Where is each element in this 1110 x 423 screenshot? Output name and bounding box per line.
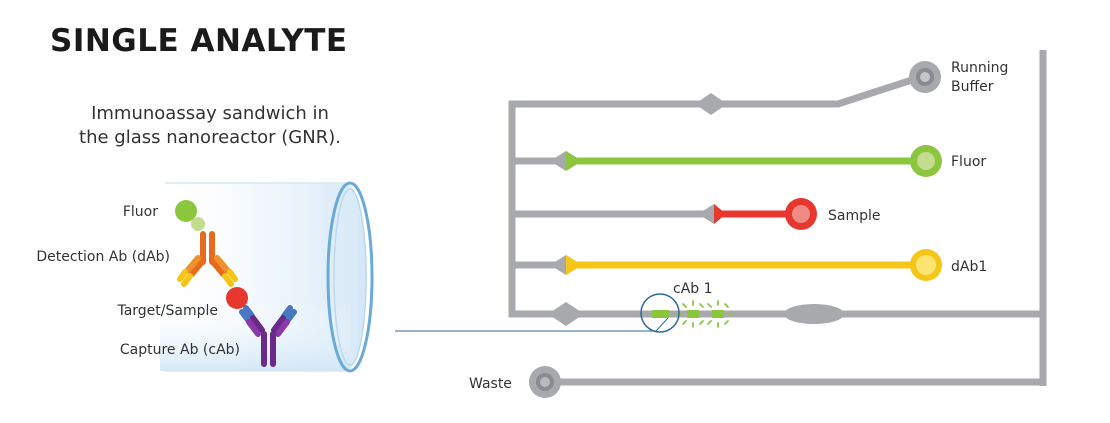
- label-running-buffer-2: Buffer: [951, 79, 994, 95]
- label-detection-ab: Detection Ab (dAb): [36, 249, 170, 265]
- detection-antibody: [177, 231, 238, 287]
- channel-network: [508, 50, 1047, 386]
- waste-port[interactable]: [529, 366, 561, 398]
- running-buffer-port[interactable]: [909, 61, 941, 93]
- fluor-linker: [191, 217, 205, 231]
- label-waste: Waste: [469, 376, 512, 392]
- target-sample-molecule: [226, 287, 248, 309]
- label-cab1: cAb 1: [673, 281, 713, 297]
- label-running-buffer-1: Running: [951, 60, 1008, 76]
- reaction-chamber: [784, 304, 844, 324]
- label-channel-fluor: Fluor: [951, 154, 986, 170]
- valve-main: [548, 302, 584, 326]
- cab1-spots: [640, 293, 734, 333]
- zoom-leader-line: [395, 317, 669, 332]
- valve-running-buffer: [695, 93, 727, 115]
- capture-antibody: [239, 305, 297, 367]
- label-capture-ab: Capture Ab (cAb): [120, 342, 240, 358]
- label-target-sample: Target/Sample: [116, 303, 218, 319]
- sample-port[interactable]: [785, 198, 817, 230]
- subtitle-line-1: Immunoassay sandwich in: [91, 103, 329, 124]
- subtitle: Immunoassay sandwich in the glass nanore…: [60, 102, 360, 150]
- cab1-zoom-circle: [640, 293, 680, 333]
- dab1-channel: [566, 255, 912, 275]
- label-fluor: Fluor: [123, 204, 158, 220]
- subtitle-line-2: the glass nanoreactor (GNR).: [79, 127, 341, 148]
- page-title: SINGLE ANALYTE: [50, 23, 348, 59]
- fluor-molecule: [175, 200, 197, 222]
- label-channel-sample: Sample: [828, 208, 881, 224]
- sample-channel: [714, 204, 792, 224]
- dab1-port[interactable]: [910, 249, 942, 281]
- glass-nanoreactor: [160, 181, 374, 373]
- fluor-port[interactable]: [910, 145, 942, 177]
- fluor-channel: [566, 151, 912, 171]
- label-channel-dab1: dAb1: [951, 259, 987, 275]
- gnr-opening: [326, 181, 374, 373]
